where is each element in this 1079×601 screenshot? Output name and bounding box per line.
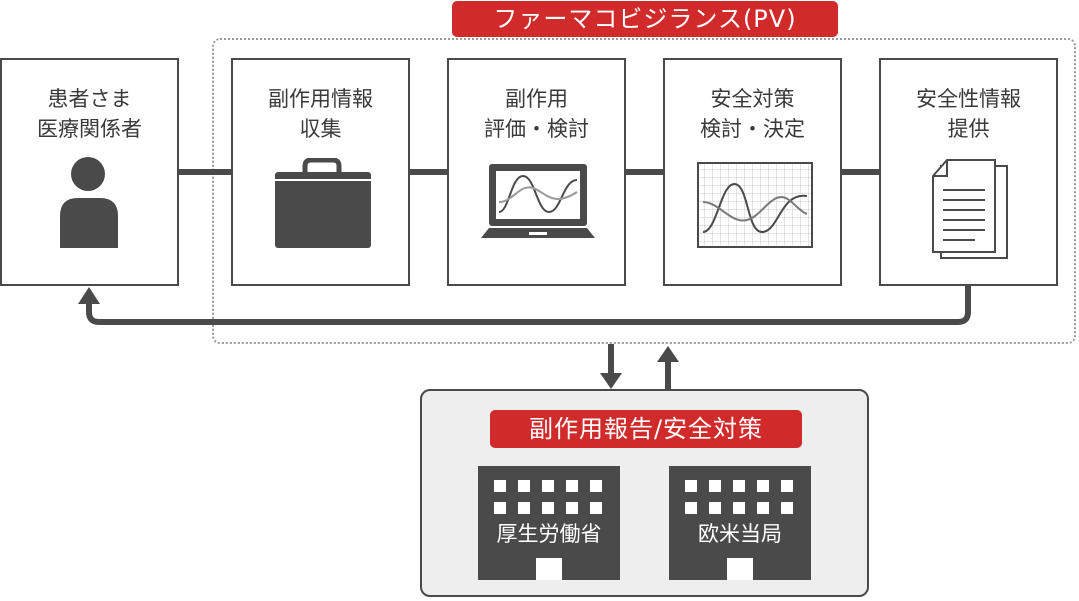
down-arrow-head — [600, 373, 622, 389]
feedback-arrow-head — [78, 287, 100, 304]
step-evaluation: 副作用 評価・検討 — [447, 58, 626, 286]
connector-3 — [625, 169, 665, 175]
step-provision-label: 安全性情報 提供 — [881, 84, 1056, 144]
step-collection-line1: 副作用情報 — [268, 87, 373, 111]
step-decision-line1: 安全対策 — [710, 87, 795, 111]
connector-4 — [840, 169, 880, 175]
connector-2 — [409, 169, 449, 175]
person-icon — [60, 157, 118, 248]
step-decision: 安全対策 検討・決定 — [663, 58, 842, 286]
building-icon — [669, 466, 811, 580]
step-collection-line2: 収集 — [299, 117, 342, 141]
graph-paper-icon — [697, 162, 813, 248]
step-collection: 副作用情報 収集 — [231, 58, 410, 286]
patient-box: 患者さま 医療関係者 — [0, 58, 179, 286]
step-evaluation-line1: 副作用 — [505, 87, 568, 111]
pv-frame — [212, 38, 1076, 344]
authorities-title: 副作用報告/安全対策 — [490, 410, 802, 448]
step-provision: 安全性情報 提供 — [879, 58, 1058, 286]
patient-label: 患者さま 医療関係者 — [2, 84, 177, 144]
feedback-arrow-line — [86, 286, 971, 325]
laptop-chart-icon — [481, 164, 595, 238]
document-icon — [932, 159, 1008, 259]
patient-label-line2: 医療関係者 — [37, 117, 142, 141]
pv-title: ファーマコビジランス(PV) — [452, 1, 838, 37]
briefcase-icon — [275, 158, 371, 248]
step-evaluation-label: 副作用 評価・検討 — [449, 84, 624, 144]
step-collection-label: 副作用情報 収集 — [233, 84, 408, 144]
step-decision-line2: 検討・決定 — [700, 117, 805, 141]
up-arrow-head — [657, 346, 679, 362]
building-western-label: 欧米当局 — [698, 522, 782, 546]
building-mhlw: 厚生労働省 — [478, 466, 620, 580]
patient-label-line1: 患者さま — [47, 87, 132, 111]
building-icon — [478, 466, 620, 580]
connector-1 — [177, 169, 233, 175]
building-western: 欧米当局 — [669, 466, 811, 580]
step-evaluation-line2: 評価・検討 — [484, 117, 589, 141]
step-provision-line2: 提供 — [947, 117, 990, 141]
building-mhlw-label: 厚生労働省 — [496, 522, 602, 546]
step-decision-label: 安全対策 検討・決定 — [665, 84, 840, 144]
step-provision-line1: 安全性情報 — [916, 87, 1021, 111]
